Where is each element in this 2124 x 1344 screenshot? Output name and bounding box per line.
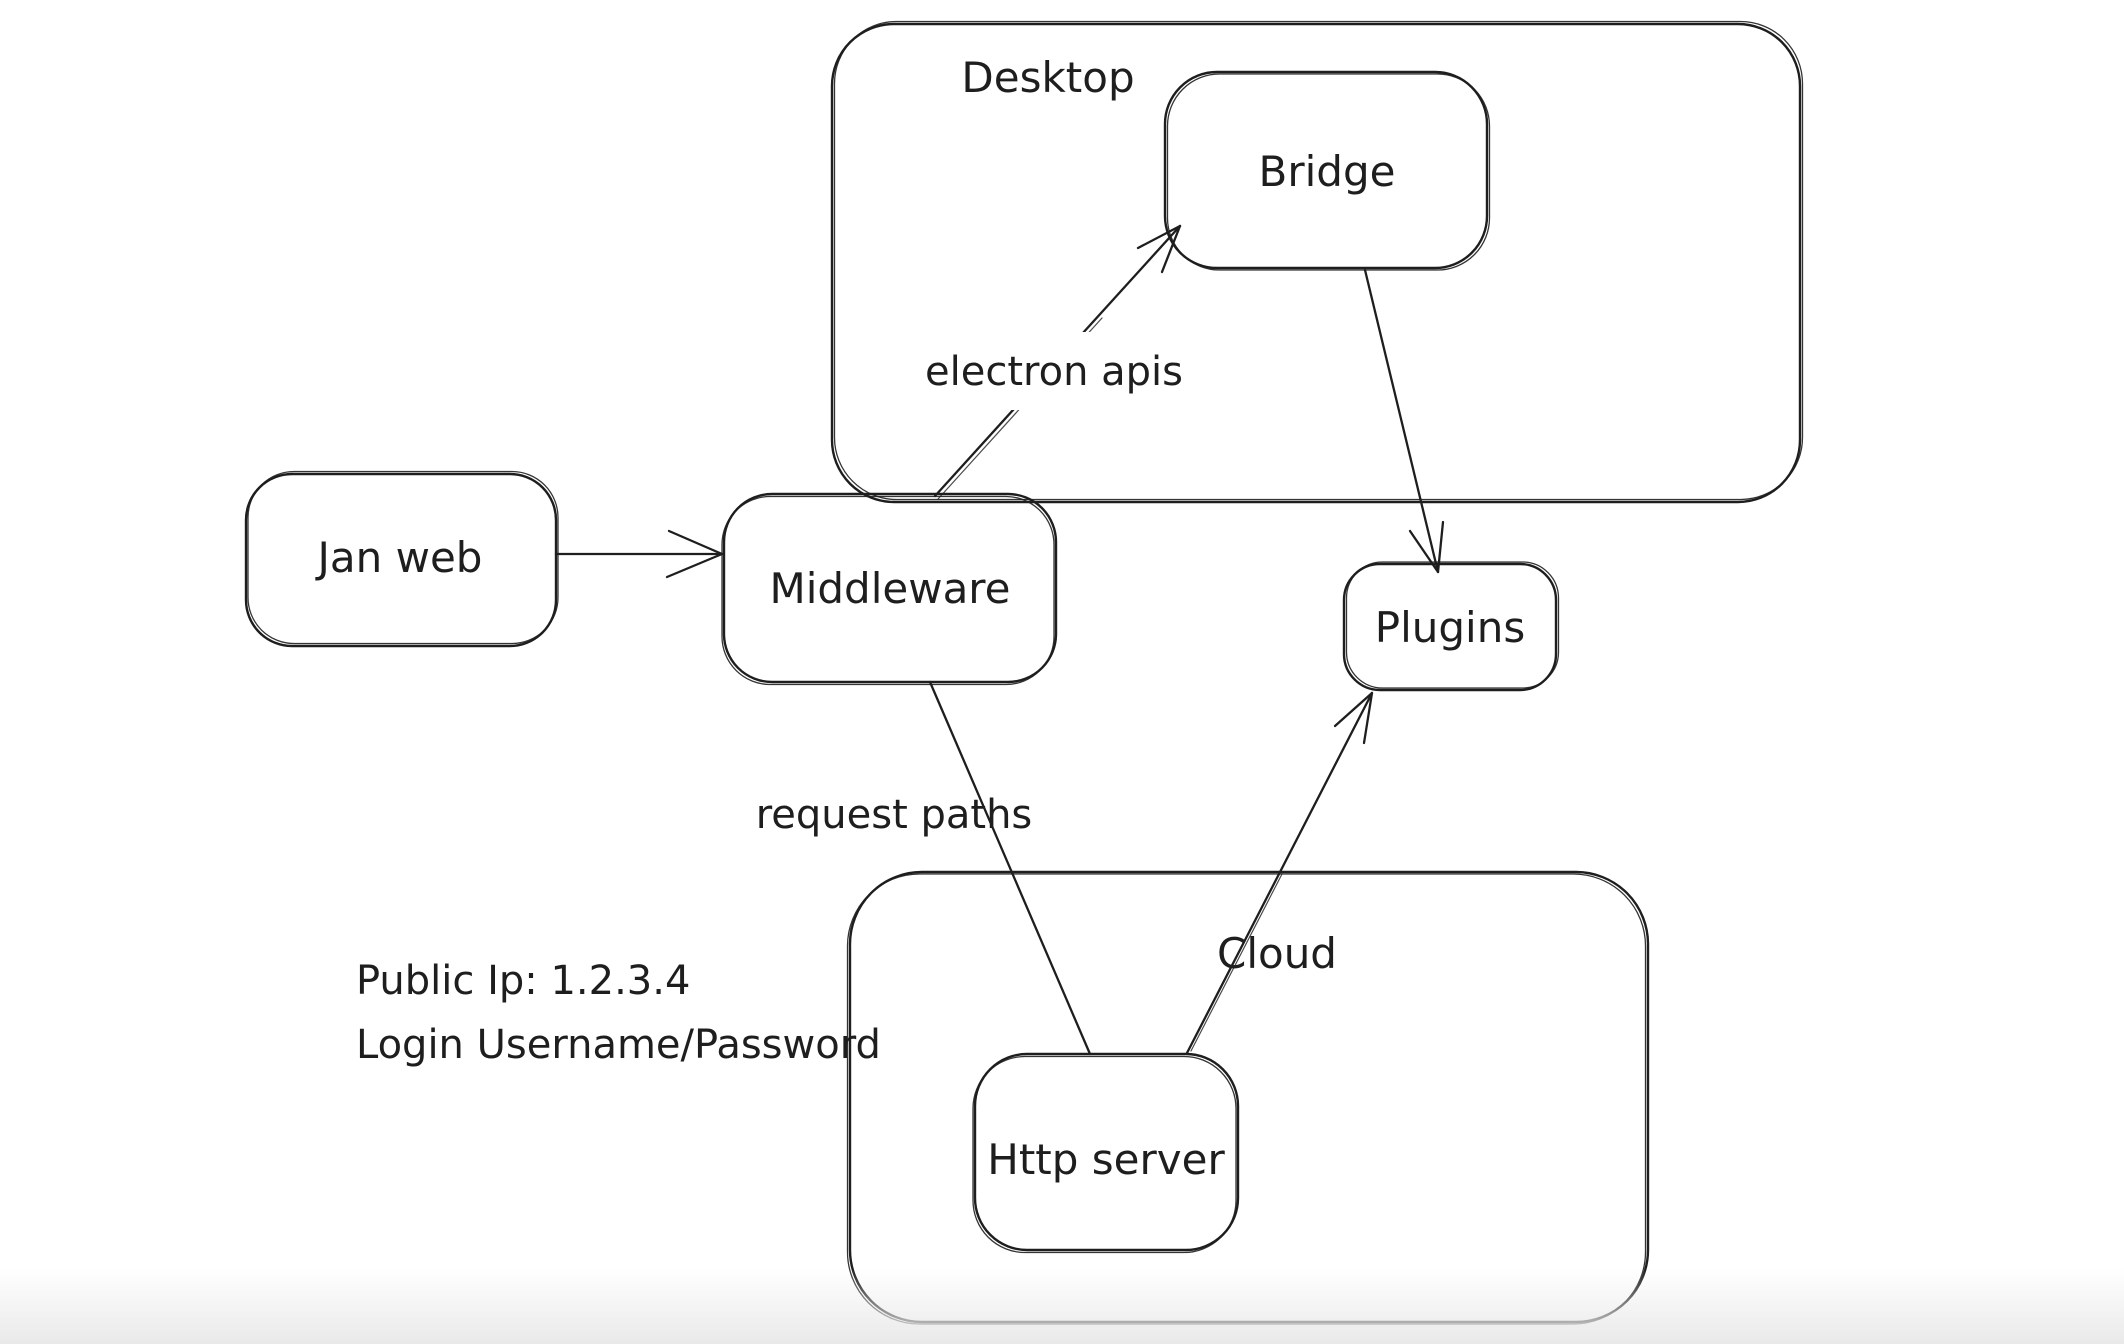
node-middleware[interactable]: Middleware <box>721 492 1058 686</box>
edge-bridge-to-plugins-line[interactable] <box>1363 268 1440 574</box>
node-http-server-label[interactable]: Http server <box>987 1135 1225 1184</box>
container-desktop-label[interactable]: Desktop <box>961 53 1134 102</box>
node-bridge-sketch-stroke <box>1166 73 1491 271</box>
edge-http-server-to-plugins-arrowhead[interactable] <box>1333 691 1374 745</box>
edge-middleware-to-bridge[interactable]: electron apis <box>918 224 1194 500</box>
edge-label-electron-apis[interactable]: electron apis <box>925 349 1183 395</box>
node-middleware-label[interactable]: Middleware <box>769 564 1010 613</box>
node-bridge[interactable]: Bridge <box>1163 70 1491 271</box>
node-plugins-outline[interactable] <box>1342 562 1558 692</box>
node-jan-web[interactable]: Jan web <box>244 470 559 648</box>
note-login-line[interactable]: Login Username/Password <box>356 1022 881 1068</box>
node-bridge-outline[interactable] <box>1163 70 1489 270</box>
container-desktop-sketch-stroke <box>833 20 1804 501</box>
node-http-server[interactable]: Http server <box>972 1052 1240 1254</box>
edge-jan-web-to-middleware-arrowhead[interactable] <box>665 529 724 579</box>
edge-middleware-to-bridge-arrowhead[interactable] <box>1136 224 1182 274</box>
node-jan-web-label[interactable]: Jan web <box>315 533 483 582</box>
node-middleware-outline[interactable] <box>722 492 1058 684</box>
edge-http-server-to-plugins-sketch-stroke <box>1190 873 1283 1052</box>
edge-bridge-to-plugins[interactable] <box>1363 268 1445 574</box>
node-plugins-sketch-stroke <box>1345 561 1560 689</box>
node-jan-web-sketch-stroke <box>247 470 559 645</box>
container-desktop-outline[interactable] <box>830 22 1802 504</box>
node-http-server-outline[interactable] <box>973 1052 1240 1252</box>
node-plugins[interactable]: Plugins <box>1342 561 1560 692</box>
node-jan-web-outline[interactable] <box>244 472 558 648</box>
edge-http-server-to-plugins-line[interactable] <box>1185 691 1374 1055</box>
bottom-fade-gradient <box>0 1268 2124 1344</box>
edge-label-background <box>918 332 1194 410</box>
node-middleware-sketch-stroke <box>721 495 1055 686</box>
edge-middleware-to-http-server[interactable]: request paths <box>756 680 1092 1056</box>
edge-http-server-to-plugins[interactable] <box>1185 691 1374 1055</box>
note-credentials[interactable]: Public Ip: 1.2.3.4 Login Username/Passwo… <box>356 958 881 1068</box>
node-bridge-label[interactable]: Bridge <box>1259 147 1396 196</box>
edge-label-request-paths[interactable]: request paths <box>756 792 1033 838</box>
container-cloud-label[interactable]: Cloud <box>1217 929 1337 978</box>
container-desktop[interactable]: Desktop <box>830 20 1804 504</box>
node-plugins-label[interactable]: Plugins <box>1375 603 1525 652</box>
node-http-server-sketch-stroke <box>972 1055 1237 1254</box>
note-public-ip-line[interactable]: Public Ip: 1.2.3.4 <box>356 958 690 1004</box>
edge-jan-web-to-middleware[interactable] <box>554 529 724 579</box>
edge-middleware-to-http-server-line[interactable] <box>928 680 1092 1056</box>
